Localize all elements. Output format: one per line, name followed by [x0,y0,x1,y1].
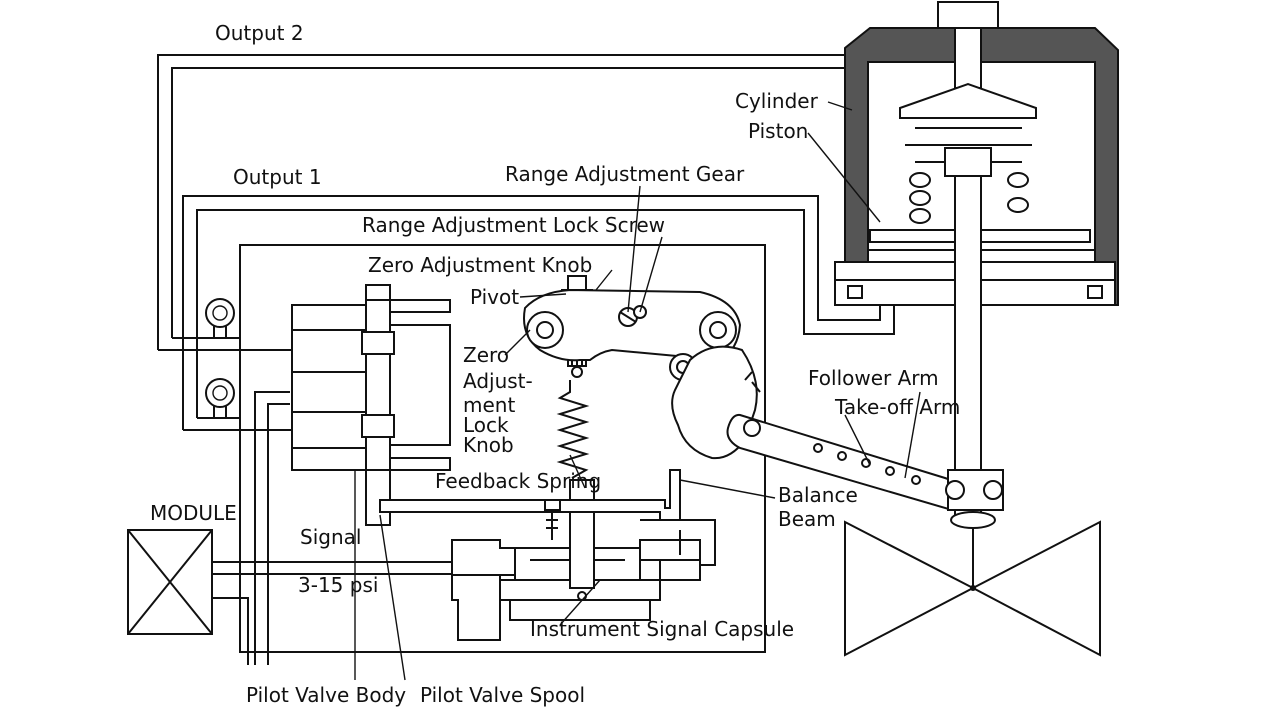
label-range-adjustment-lock-screw: Range Adjustment Lock Screw [362,213,665,237]
label-take-off-arm: Take-off Arm [834,395,960,419]
pilot-valve-body [291,299,451,471]
output-2-tube [157,54,845,350]
diagram-labels: Output 2 Output 1 Cylinder Piston Range … [150,21,960,707]
label-instrument-signal-capsule: Instrument Signal Capsule [530,617,794,641]
label-zero-adjustment-knob: Zero Adjustment Knob [368,253,592,277]
label-cylinder: Cylinder [735,89,819,113]
label-feedback-spring: Feedback Spring [435,469,601,493]
label-signal: Signal [300,525,361,549]
piston-rod [944,147,1004,529]
tube-connectors [158,337,292,431]
label-zero-lock-knob-2: Adjust- [463,369,533,393]
label-output-1: Output 1 [233,165,322,189]
follower-arm [726,413,969,512]
label-signal-range: 3-15 psi [298,573,378,597]
label-zero-lock-knob-1: Zero [463,343,509,367]
leader-lines [354,101,921,681]
output-1-tube [182,195,895,430]
module-box [127,529,213,635]
balance-beam [379,469,681,540]
label-follower-arm: Follower Arm [808,366,939,390]
gauge-output-1 [205,378,235,418]
label-balance-beam-1: Balance [778,483,858,507]
label-pilot-valve-body: Pilot Valve Body [246,683,406,707]
label-zero-lock-knob-5: Knob [463,433,514,457]
label-piston: Piston [748,119,808,143]
label-pivot: Pivot [470,285,519,309]
control-valve-symbol [844,520,1101,657]
actuator-spring [899,82,1037,224]
label-zero-lock-knob-3: ment [463,393,515,417]
cylinder-cap [937,1,999,89]
pilot-valve-spool [361,284,395,526]
feedback-spring [556,366,590,479]
gauge-output-2 [205,298,235,338]
label-zero-lock-knob-4: Lock [463,413,509,437]
label-module: MODULE [150,501,237,525]
label-output-2: Output 2 [215,21,304,45]
label-range-adjustment-gear: Range Adjustment Gear [505,162,745,186]
label-balance-beam-2: Beam [778,507,836,531]
label-pilot-valve-spool: Pilot Valve Spool [420,683,585,707]
